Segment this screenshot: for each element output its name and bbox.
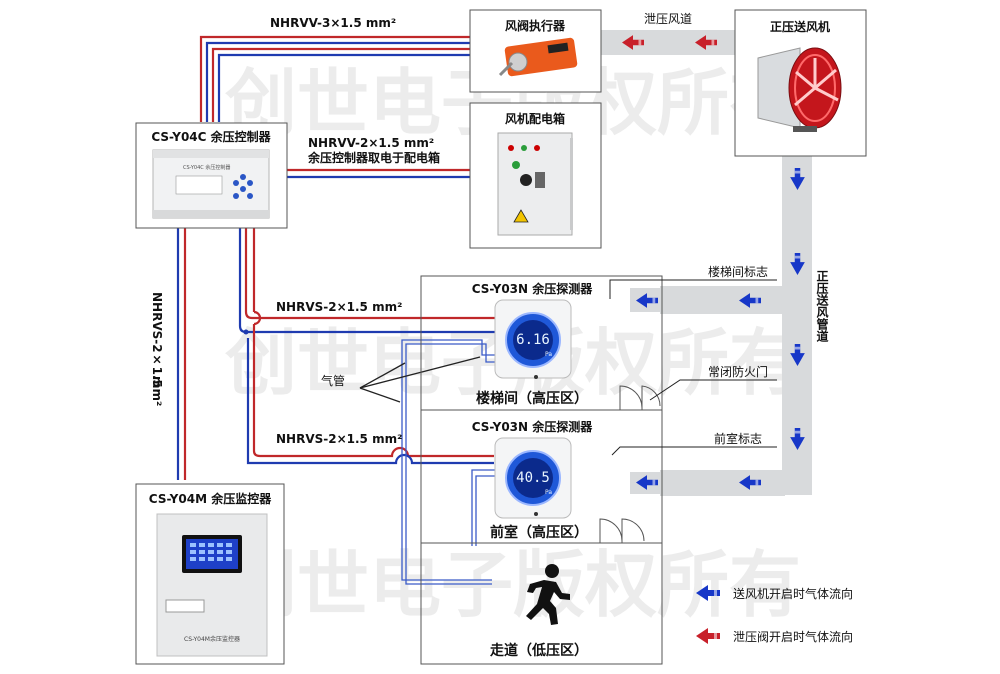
controller-icon: CS-Y04C 余压控制器 (152, 149, 270, 219)
monitor-cable-unit: mm² (150, 376, 164, 406)
actuator-icon (498, 37, 578, 77)
svg-text:创世电子版权所有: 创世电子版权所有 (225, 543, 801, 627)
legend-relief-flow: 泄压阀开启时气体流向 (733, 629, 853, 644)
legend: 送风机开启时气体流向 泄压阀开启时气体流向 (696, 585, 853, 644)
monitor-icon: CS-Y04M余压监控器 (156, 513, 268, 657)
detector-cable-upper-label: NHRVS-2×1.5 mm² (276, 300, 402, 314)
wires (176, 35, 495, 480)
monitor-title: CS-Y04M 余压监控器 (149, 491, 272, 506)
power-box-icon (497, 132, 573, 236)
stair-sign-label: 楼梯间标志 (708, 264, 768, 279)
callouts (609, 279, 777, 456)
power-box-title: 风机配电箱 (505, 111, 565, 126)
detector-upper-reading: 6.16 (516, 332, 550, 348)
legend-fan-flow: 送风机开启时气体流向 (733, 586, 853, 601)
actuator-title: 风阀执行器 (505, 18, 566, 33)
detector-upper-title: CS-Y03N 余压探测器 (472, 281, 593, 296)
pressure-controller: CS-Y04C 余压控制器 CS-Y04C 余压控制器 (135, 122, 288, 229)
building-section (420, 275, 663, 665)
zone-stair-label: 楼梯间（高压区） (476, 390, 588, 407)
legend-red-arrow-icon (696, 628, 720, 644)
detector-lower: 40.5 Pa (494, 437, 572, 519)
fan-title: 正压送风机 (770, 19, 830, 34)
fan-icon (757, 47, 842, 132)
detector-lower-title: CS-Y03N 余压探测器 (472, 419, 593, 434)
air-tubes (359, 339, 497, 585)
air-tube-label: 气管 (321, 373, 345, 388)
fire-door-label: 常闭防火门 (708, 364, 768, 379)
svg-text:CS-Y04C 余压控制器: CS-Y04C 余压控制器 (183, 164, 230, 171)
monitor-cable-label: NHRVS-2×1.5 (150, 292, 164, 388)
actuator-cable-label: NHRVV-3×1.5 mm² (270, 16, 396, 30)
zone-corridor-label: 走道（低压区） (490, 642, 588, 659)
detector-upper: 6.16 Pa (494, 299, 572, 379)
detector-lower-unit: Pa (545, 489, 552, 496)
running-person-icon (526, 564, 570, 625)
anteroom-sign-label: 前室标志 (714, 431, 762, 446)
fan-power-box: 风机配电箱 (469, 102, 602, 249)
detector-cable-lower-label: NHRVS-2×1.5 mm² (276, 432, 402, 446)
relief-duct-label: 泄压风道 (644, 12, 692, 26)
power-cable-label: NHRVV-2×1.5 mm² (308, 136, 434, 150)
controller-title: CS-Y04C 余压控制器 (151, 129, 271, 144)
pressure-monitor: CS-Y04M 余压监控器 CS-Y04M余压监控器 (135, 483, 285, 665)
fire-door-lower (599, 518, 623, 543)
detector-upper-unit: Pa (545, 351, 552, 358)
damper-actuator: 风阀执行器 (469, 9, 602, 93)
supply-fan: 正压送风机 (734, 9, 867, 157)
power-cable-note: 余压控制器取电于配电箱 (307, 150, 440, 165)
zone-anteroom-label: 前室（高压区） (490, 524, 588, 541)
supply-duct-label: 正压送风管道 (815, 270, 829, 343)
svg-text:CS-Y04M余压监控器: CS-Y04M余压监控器 (184, 635, 240, 643)
detector-lower-reading: 40.5 (516, 470, 550, 486)
